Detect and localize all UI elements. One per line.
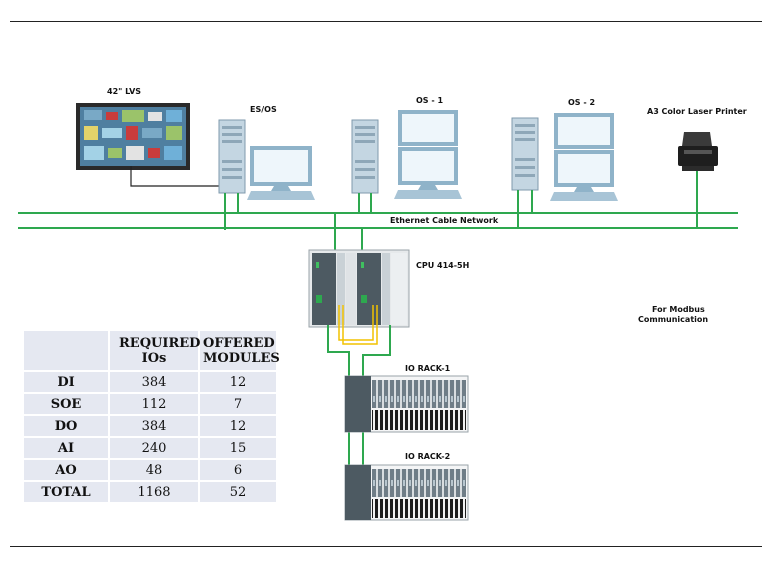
cpu-to-rack-link-1 bbox=[327, 325, 350, 515]
printer-icon bbox=[678, 132, 718, 171]
table-row: DI 384 12 bbox=[24, 372, 276, 392]
cpu-rack-icon bbox=[308, 249, 410, 328]
rack1-label: IO RACK-1 bbox=[405, 364, 451, 373]
row-required: 240 bbox=[110, 438, 198, 458]
header-offered-modules: OFFERED MODULES bbox=[200, 331, 280, 370]
row-required: 48 bbox=[110, 460, 198, 480]
row-type: AO bbox=[24, 460, 108, 480]
header-offered-modules-text: OFFERED MODULES bbox=[203, 335, 280, 366]
modbus-label-line1: For Modbus bbox=[652, 305, 705, 314]
cpu-label: CPU 414-5H bbox=[416, 261, 469, 270]
os1-monitor-bottom-icon bbox=[394, 147, 462, 199]
header-required-ios-text: REQUIRED IOs bbox=[119, 335, 201, 366]
os1-tower-icon bbox=[351, 119, 379, 194]
es-os-label: ES/OS bbox=[250, 105, 277, 114]
table-row: AO 48 6 bbox=[24, 460, 276, 480]
top-rule bbox=[10, 21, 762, 22]
modbus-label-line2: Communication bbox=[638, 315, 708, 324]
row-offered: 15 bbox=[200, 438, 276, 458]
os2-monitor-top-icon bbox=[554, 113, 614, 149]
table-row-total: TOTAL 1168 52 bbox=[24, 482, 276, 502]
row-offered: 52 bbox=[200, 482, 276, 502]
row-offered: 12 bbox=[200, 372, 276, 392]
os1-label: OS - 1 bbox=[416, 96, 443, 105]
io-rack-1-icon bbox=[344, 375, 469, 433]
row-required: 1168 bbox=[110, 482, 198, 502]
sync-cables bbox=[338, 305, 378, 345]
cpu-to-rack-link-2 bbox=[362, 325, 391, 515]
row-required: 384 bbox=[110, 372, 198, 392]
row-type: TOTAL bbox=[24, 482, 108, 502]
header-type bbox=[24, 331, 108, 370]
row-type: DO bbox=[24, 416, 108, 436]
row-offered: 6 bbox=[200, 460, 276, 480]
lvs-label: 42" LVS bbox=[107, 87, 141, 96]
row-required: 384 bbox=[110, 416, 198, 436]
table-row: DO 384 12 bbox=[24, 416, 276, 436]
os2-monitor-bottom-icon bbox=[550, 150, 618, 201]
row-required: 112 bbox=[110, 394, 198, 414]
table-row: SOE 112 7 bbox=[24, 394, 276, 414]
header-required-ios: REQUIRED IOs bbox=[110, 331, 201, 370]
rack2-label: IO RACK-2 bbox=[405, 452, 450, 461]
io-rack-2-icon bbox=[344, 464, 469, 521]
os2-label: OS - 2 bbox=[568, 98, 595, 107]
es-os-tower-icon bbox=[218, 119, 246, 194]
row-offered: 12 bbox=[200, 416, 276, 436]
os2-tower-icon bbox=[511, 117, 539, 191]
lvs-cable bbox=[130, 166, 225, 187]
es-os-monitor-icon bbox=[247, 146, 315, 200]
lvs-display-icon bbox=[76, 103, 190, 170]
printer-label: A3 Color Laser Printer bbox=[647, 107, 747, 116]
table-row: AI 240 15 bbox=[24, 438, 276, 458]
row-offered: 7 bbox=[200, 394, 276, 414]
bottom-rule bbox=[10, 546, 762, 547]
network-label: Ethernet Cable Network bbox=[390, 216, 499, 225]
io-summary-table: REQUIRED IOs OFFERED MODULES DI 384 12 S… bbox=[22, 329, 280, 504]
row-type: SOE bbox=[24, 394, 108, 414]
table-header-row: REQUIRED IOs OFFERED MODULES bbox=[24, 331, 280, 370]
row-type: DI bbox=[24, 372, 108, 392]
row-type: AI bbox=[24, 438, 108, 458]
os1-monitor-top-icon bbox=[398, 110, 458, 146]
